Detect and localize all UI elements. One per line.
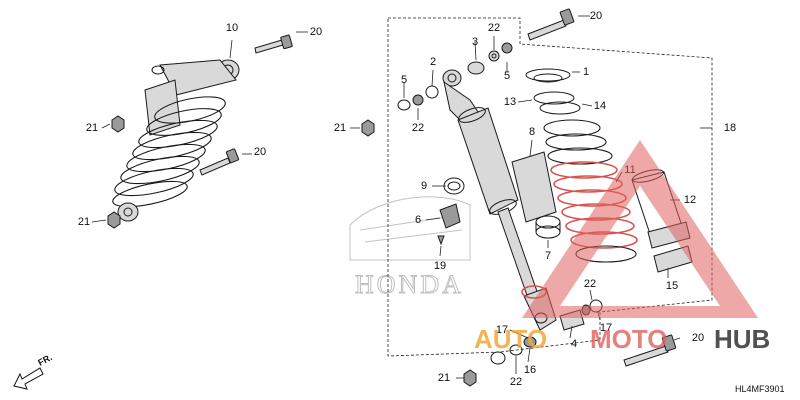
watermark-auto: AUTO: [474, 324, 547, 354]
callout-5: 5: [401, 74, 407, 86]
front-arrow-icon: [13, 367, 44, 390]
callout-21: 21: [438, 372, 450, 384]
leader-lines: [91, 15, 712, 379]
automotohub-watermark: AUTO MOTO HUB: [474, 140, 770, 354]
callout-18: 18: [724, 122, 736, 134]
callout-9: 9: [421, 180, 427, 192]
callout-21: 21: [334, 122, 346, 134]
callout-21: 21: [86, 122, 98, 134]
warning-triangle-icon: [522, 140, 758, 318]
callout-20: 20: [590, 10, 602, 22]
callout-4: 4: [571, 338, 577, 350]
callout-17: 17: [600, 322, 612, 334]
assembled-shock-absorber: [112, 59, 240, 222]
callout-17: 17: [496, 324, 508, 336]
callout-7: 7: [545, 250, 551, 262]
callout-20: 20: [310, 26, 322, 38]
callout-8: 8: [529, 126, 535, 138]
callout-22: 22: [488, 22, 500, 34]
assembled-spring: [112, 96, 226, 208]
spring-seats: [447, 68, 581, 239]
callouts: 20 10 21 20 21 22 20 3 5 2 1 5 21 22 13 …: [78, 10, 736, 388]
front-label: FR.: [36, 352, 53, 368]
callout-15: 15: [666, 280, 678, 292]
left-fasteners: [107, 34, 293, 229]
watermark-moto: MOTO: [590, 324, 668, 354]
assembly-frame: [387, 17, 713, 357]
callout-22: 22: [584, 278, 596, 290]
callout-13: 13: [504, 96, 516, 108]
upper-small-parts: [361, 42, 513, 246]
honda-watermark: HONDA: [349, 196, 471, 300]
callout-21: 21: [78, 216, 90, 228]
watermark-hub: HUB: [714, 324, 770, 354]
callout-20: 20: [692, 332, 704, 344]
callout-20: 20: [254, 146, 266, 158]
callout-22: 22: [412, 122, 424, 134]
callout-2: 2: [430, 56, 436, 68]
top-bolt: [527, 8, 575, 41]
callout-22: 22: [510, 376, 522, 388]
damper-body: [442, 69, 557, 331]
callout-14: 14: [594, 100, 606, 112]
callout-16: 16: [524, 364, 536, 376]
callout-19: 19: [434, 260, 446, 272]
callout-10: 10: [226, 22, 238, 34]
callout-3: 3: [472, 36, 478, 48]
callout-5: 5: [504, 70, 510, 82]
callout-1: 1: [583, 66, 589, 78]
front-direction-indicator: FR.: [13, 352, 54, 390]
diagram-code: HL4MF3901: [735, 384, 785, 394]
callout-6: 6: [415, 214, 421, 226]
callout-12: 12: [684, 194, 696, 206]
honda-watermark-text: HONDA: [355, 270, 464, 299]
